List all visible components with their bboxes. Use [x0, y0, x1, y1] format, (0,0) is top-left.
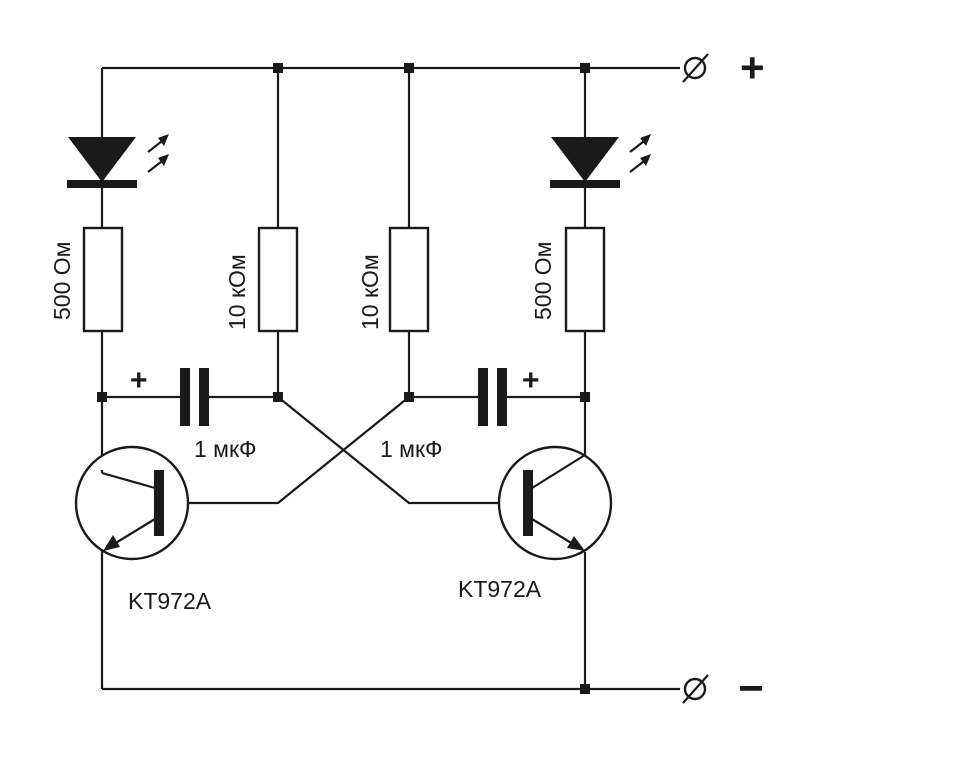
junction-dot-icon [273, 392, 283, 402]
junction-dot-icon [404, 392, 414, 402]
junction-dot-icon [580, 63, 590, 73]
resistor-r2-label: 10 кОм [224, 254, 250, 330]
transistor-q1-label: KT972A [128, 588, 212, 614]
resistor-r4-label: 500 Ом [530, 242, 556, 320]
capacitor-c2-label: 1 мкФ [380, 436, 443, 462]
cross-coupling-wires [185, 396, 500, 505]
transistor-q1 [74, 445, 190, 689]
junction-dot-icon [404, 63, 414, 73]
resistor-r1-label: 500 Ом [49, 242, 75, 320]
capacitor-c1-polarity: + [130, 364, 148, 397]
resistor-r1 [82, 226, 124, 333]
resistor-r4 [564, 226, 606, 333]
positive-terminal-label: + [740, 44, 765, 91]
positive-terminal-icon [682, 53, 709, 83]
negative-terminal-label: − [738, 664, 764, 713]
junction-dot-icon [97, 392, 107, 402]
negative-terminal-icon [682, 674, 709, 704]
junction-dots [97, 63, 590, 694]
capacitor-c2-polarity: + [522, 364, 540, 397]
capacitor-c1-label: 1 мкФ [194, 436, 257, 462]
resistor-r3 [388, 226, 430, 333]
resistor-r3-label: 10 кОм [357, 254, 383, 330]
junction-dot-icon [580, 684, 590, 694]
junction-dot-icon [273, 63, 283, 73]
led-diode-icon [550, 134, 651, 188]
transistor-q2-label: KT972A [458, 576, 542, 602]
transistor-q2 [497, 445, 613, 561]
junction-dot-icon [580, 392, 590, 402]
capacitor-c1 [102, 368, 278, 426]
resistor-r2 [257, 226, 299, 333]
capacitor-c2 [409, 368, 585, 426]
led-diode-icon [67, 134, 169, 188]
